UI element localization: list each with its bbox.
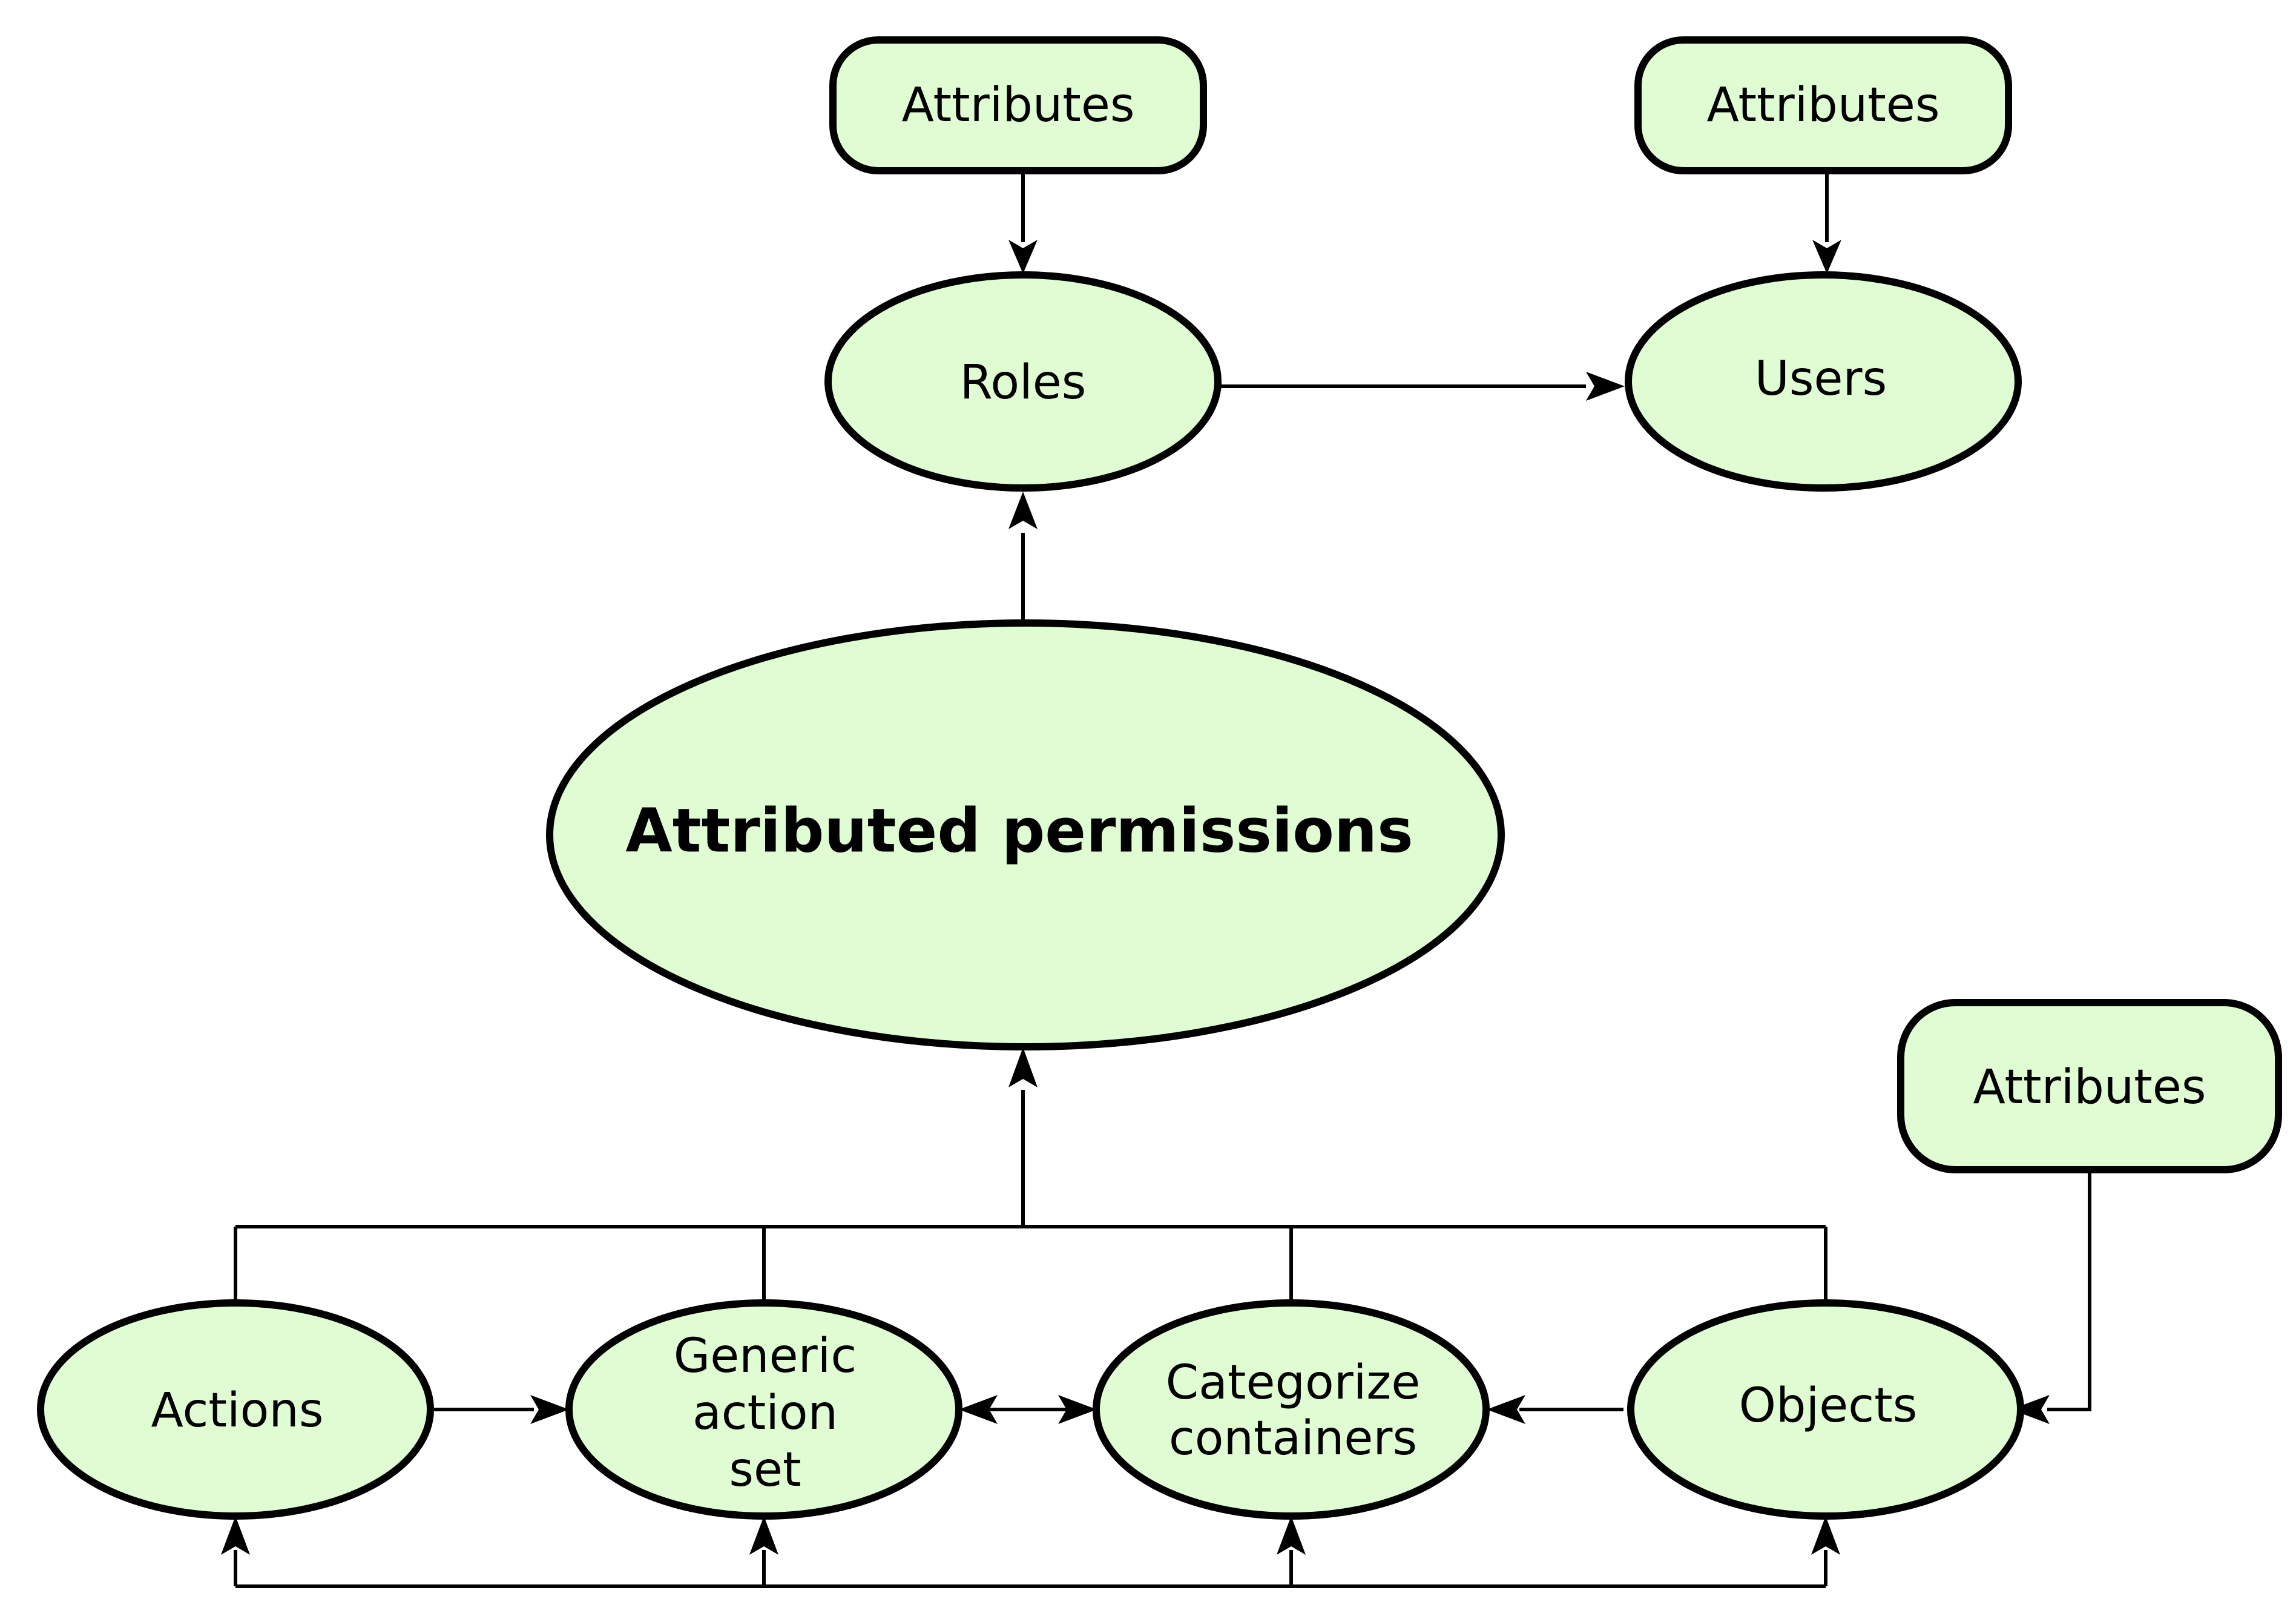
arrowhead-into-generic-right [959,1395,998,1424]
node-generic-action-set-label-line-3: set [729,1443,801,1497]
node-roles-shape [824,271,1222,492]
arrowhead-into-roles-bottom [1008,492,1038,529]
node-users-label: Users [1755,352,1887,406]
node-attributes-objects-shape [1897,999,2282,1173]
node-attributes-users: Attributes [1634,36,2012,174]
arrowheads [221,240,2050,1555]
node-attributed-permissions: Attributed permissions [546,619,1505,1050]
node-actions: Actions [37,1299,434,1520]
node-objects: Objects [1627,1299,2024,1520]
node-users-shape [1625,271,2022,492]
node-roles-label: Roles [960,355,1087,410]
node-objects-label: Objects [1739,1379,1918,1433]
node-generic-action-set-label-line-1: Generic [674,1329,857,1383]
arrowhead-into-generic-left [530,1395,569,1424]
arrowhead-into-roles-top [1008,240,1038,274]
node-categorize-containers-label-line-2: containers [1169,1411,1417,1466]
node-generic-action-set-shape [565,1299,962,1520]
node-categorize-containers-label-line-1: Categorize [1166,1356,1421,1410]
arrowhead-into-categorize-right [1487,1395,1525,1424]
node-roles: Roles [824,271,1222,492]
node-generic-action-set: Generic action set [565,1299,962,1520]
arrowhead-into-objects-bottom [1811,1516,1840,1555]
arrowhead-into-users-left [1586,372,1625,401]
arrowhead-into-objects-right [2011,1395,2050,1424]
edges [234,171,2091,1588]
node-categorize-containers: Categorize containers [1093,1299,1490,1520]
node-attributes-roles-shape [829,36,1207,174]
node-attributes-objects-label: Attributes [1973,1060,2206,1115]
node-actions-label: Actions [151,1383,324,1438]
arrowhead-into-categorize-bottom [1277,1516,1306,1555]
node-attributed-permissions-label: Attributed permissions [625,796,1413,866]
node-actions-shape [37,1299,434,1520]
node-attributes-objects: Attributes [1897,999,2282,1173]
arrowhead-into-categorize-left [1058,1395,1097,1424]
arrowhead-into-users-top [1812,240,1841,274]
arrowhead-into-permissions [1008,1047,1038,1087]
node-attributed-permissions-shape [546,619,1505,1050]
node-categorize-containers-shape [1093,1299,1490,1520]
node-attributes-roles: Attributes [829,36,1207,174]
arrowhead-into-generic-bottom [749,1516,778,1555]
node-attributes-users-label: Attributes [1706,78,1939,133]
node-attributes-users-shape [1634,36,2012,174]
node-objects-shape [1627,1299,2024,1520]
node-users: Users [1625,271,2022,492]
node-attributes-roles-label: Attributes [901,78,1134,133]
arrowhead-into-actions-bottom [221,1516,250,1555]
node-generic-action-set-label-line-2: action [692,1386,838,1440]
edge-attributes-to-objects [2047,1172,2091,1411]
